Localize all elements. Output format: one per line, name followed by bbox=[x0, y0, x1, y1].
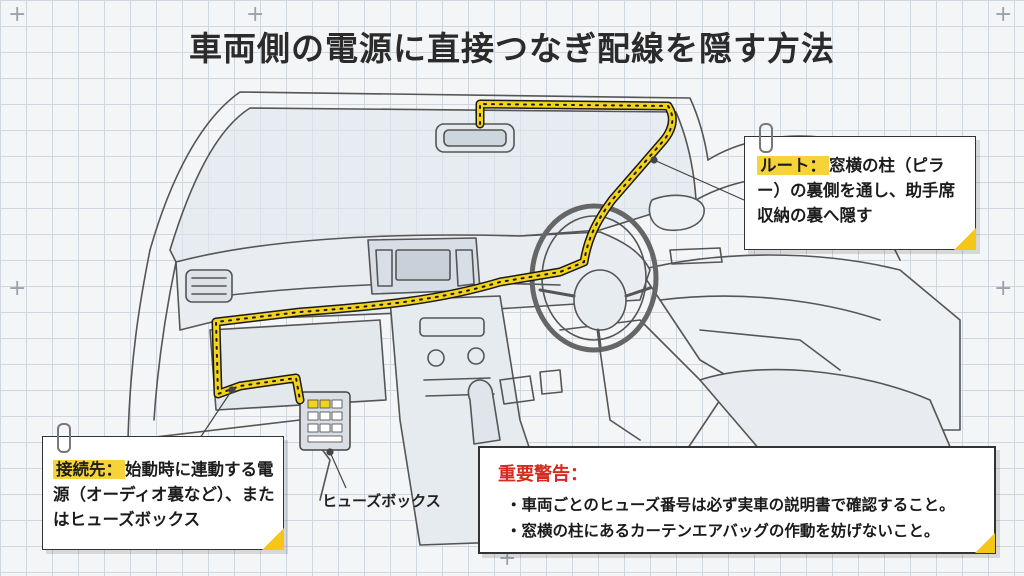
route-label: ルート： bbox=[757, 156, 829, 175]
warning-item: ・車両ごとのヒューズ番号は必ず実車の説明書で確認すること。 bbox=[506, 496, 955, 514]
warning-item: ・窓横の柱にあるカーテンエアバッグの作動を妨げないこと。 bbox=[506, 522, 940, 540]
side-mirror bbox=[648, 194, 705, 232]
corner-mark: + bbox=[994, 276, 1013, 301]
page-fold bbox=[954, 228, 976, 250]
left-pillar bbox=[127, 249, 151, 441]
page-title: 車両側の電源に直接つなぎ配線を隠す方法 bbox=[189, 29, 835, 68]
gear-shift bbox=[467, 379, 501, 445]
warning-list: ・車両ごとのヒューズ番号は必ず実車の説明書で確認すること。 ・窓横の柱にあるカー… bbox=[506, 492, 955, 544]
route-note: ルート：窓横の柱（ピラー）の裏側を通し、助手席収納の裏へ隠す bbox=[744, 123, 976, 250]
route-text: 窓横の柱（ピラー）の裏側を通し、助手席収納の裏へ隠す bbox=[757, 156, 955, 225]
warning-note: 重要警告： ・車両ごとのヒューズ番号は必ず実車の説明書で確認すること。 ・窓横の… bbox=[478, 446, 996, 554]
fusebox-leader-line bbox=[329, 451, 347, 489]
door-handle bbox=[669, 247, 723, 265]
fusebox-label: ヒューズボックス bbox=[322, 492, 441, 510]
page-fold bbox=[262, 528, 284, 550]
connect-leader-line bbox=[199, 389, 233, 439]
fuse-box bbox=[299, 391, 351, 451]
corner-mark: + bbox=[8, 2, 27, 27]
connect-text: 始動時に連動する電源（オーディオ裏など）、またはヒューズボックス bbox=[53, 460, 275, 529]
corner-mark: + bbox=[8, 276, 27, 301]
windshield-frame bbox=[149, 91, 709, 251]
steering-wheel bbox=[529, 203, 659, 441]
connect-label: 接続先： bbox=[53, 460, 125, 479]
windshield-inner bbox=[169, 107, 697, 263]
connect-note: 接続先：始動時に連動する電源（オーディオ裏など）、またはヒューズボックス bbox=[42, 423, 284, 550]
corner-mark: + bbox=[246, 2, 265, 27]
route-leader-line bbox=[653, 159, 745, 201]
page-fold bbox=[975, 533, 995, 553]
paperclip-icon bbox=[57, 423, 71, 453]
corner-mark: + bbox=[994, 2, 1013, 27]
paperclip-icon bbox=[759, 123, 773, 153]
warning-title: 重要警告： bbox=[498, 464, 588, 485]
